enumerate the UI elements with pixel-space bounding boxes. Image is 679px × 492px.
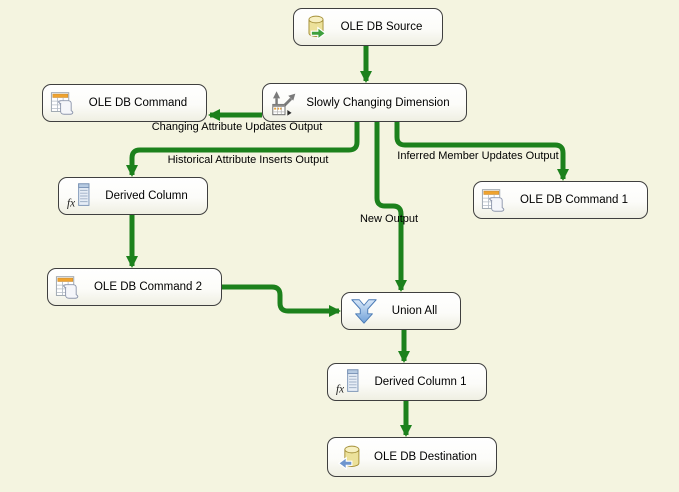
node-label: OLE DB Command 1 bbox=[519, 194, 628, 206]
fx-column-icon: fx bbox=[66, 181, 96, 211]
table-script-icon bbox=[55, 272, 85, 302]
ole-db-source-node[interactable]: OLE DB Source bbox=[293, 8, 443, 46]
derived-column-1-node[interactable]: fx Derived Column 1 bbox=[327, 363, 487, 401]
node-label: OLE DB Command bbox=[88, 97, 188, 109]
node-label: OLE DB Destination bbox=[374, 451, 477, 463]
node-label: OLE DB Source bbox=[340, 21, 423, 33]
ole-db-command-node[interactable]: OLE DB Command bbox=[42, 84, 207, 122]
node-label: Derived Column bbox=[105, 190, 188, 202]
database-source-icon bbox=[301, 12, 331, 42]
svg-text:fx: fx bbox=[336, 383, 344, 395]
union-all-node[interactable]: Union All bbox=[341, 292, 461, 330]
table-script-icon bbox=[481, 185, 511, 215]
union-merge-icon bbox=[349, 296, 379, 326]
table-script-icon bbox=[50, 88, 80, 118]
connector-slowly-changing-dimension-to-ole-db-command-1[interactable] bbox=[394, 122, 569, 181]
derived-column-node[interactable]: fx Derived Column bbox=[58, 177, 208, 215]
connector-output-label: Changing Attribute Updates Output bbox=[151, 121, 323, 133]
connector-slowly-changing-dimension-to-union-all[interactable] bbox=[374, 122, 407, 292]
ole-db-command-2-node[interactable]: OLE DB Command 2 bbox=[47, 268, 222, 306]
node-label: OLE DB Command 2 bbox=[93, 281, 202, 293]
node-label: Slowly Changing Dimension bbox=[306, 96, 450, 109]
ole-db-destination-node[interactable]: OLE DB Destination bbox=[327, 437, 497, 477]
slowly-changing-dimension-node[interactable]: Slowly Changing Dimension bbox=[262, 83, 467, 122]
connector-output-label: Inferred Member Updates Output bbox=[397, 150, 559, 162]
node-label: Derived Column 1 bbox=[374, 376, 467, 388]
svg-text:fx: fx bbox=[67, 197, 75, 209]
fx-column-icon: fx bbox=[335, 367, 365, 397]
slowly-changing-dimension-icon bbox=[270, 88, 300, 118]
connector-ole-db-command-2-to-union-all[interactable] bbox=[222, 284, 341, 317]
ole-db-command-1-node[interactable]: OLE DB Command 1 bbox=[473, 181, 648, 219]
connector-output-label: New Output bbox=[359, 213, 419, 225]
database-destination-icon bbox=[335, 442, 365, 472]
node-label: Union All bbox=[391, 305, 438, 317]
connector-slowly-changing-dimension-to-derived-column[interactable] bbox=[126, 122, 360, 177]
connector-output-label: Historical Attribute Inserts Output bbox=[167, 154, 329, 166]
